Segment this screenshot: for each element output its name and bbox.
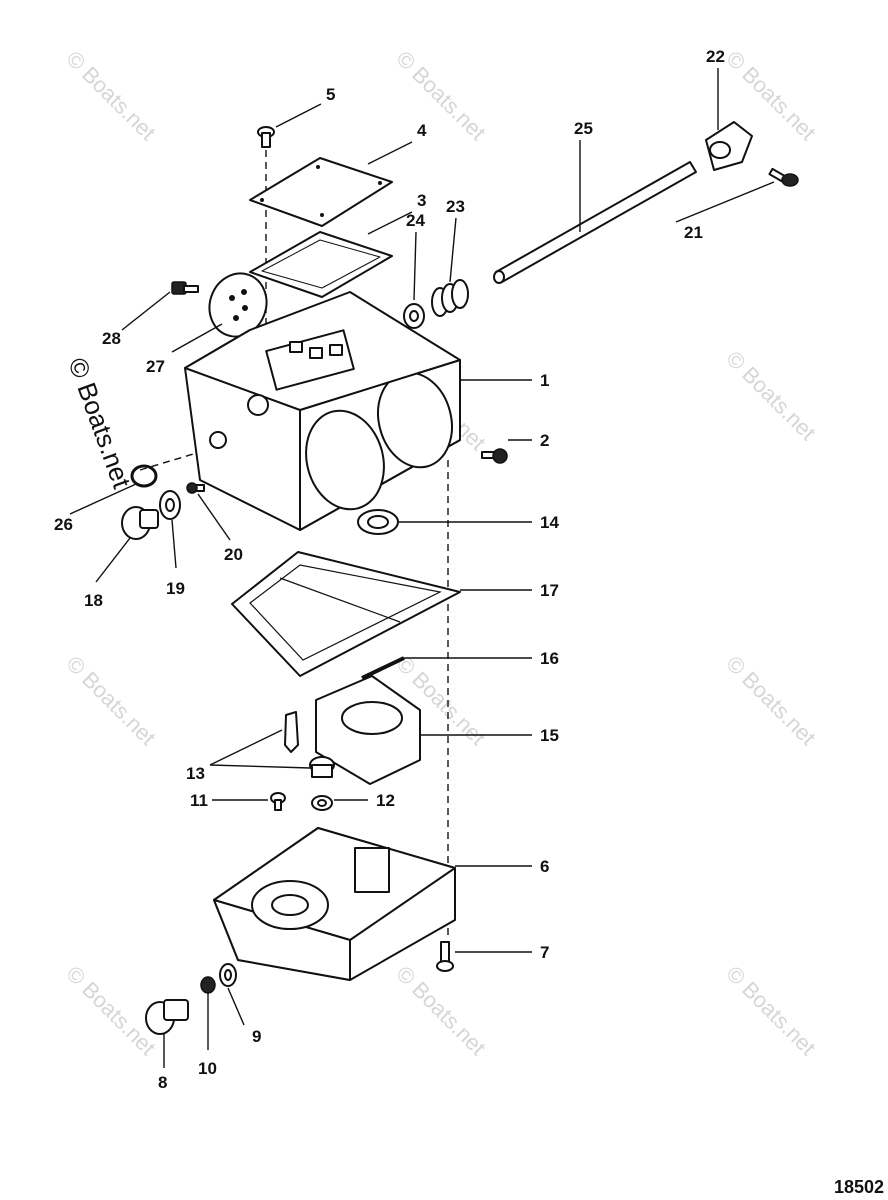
part-gasket-17 — [231, 551, 461, 677]
callout-19: 19 — [166, 579, 185, 598]
callout-7: 7 — [540, 943, 549, 962]
callout-15: 15 — [540, 726, 559, 745]
callout-25: 25 — [574, 119, 593, 138]
part-fitting-10 — [200, 976, 216, 994]
callout-27: 27 — [146, 357, 165, 376]
callout-8: 8 — [158, 1073, 167, 1092]
part-snap-ring-26 — [130, 464, 158, 488]
watermark: © Boats.net — [721, 651, 820, 750]
part-pin-16 — [361, 656, 405, 680]
callout-6: 6 — [540, 857, 549, 876]
callout-22: 22 — [706, 47, 725, 66]
part-cover-plate-4 — [249, 157, 393, 227]
part-lever-22 — [705, 121, 753, 171]
callout-12: 12 — [376, 791, 395, 810]
callout-9: 9 — [252, 1027, 261, 1046]
callout-3: 3 — [417, 191, 426, 210]
callout-17: 17 — [540, 581, 559, 600]
watermark: © Boats.net — [61, 651, 160, 750]
part-washer-12 — [311, 795, 333, 811]
part-washer-19 — [159, 490, 181, 520]
watermark: © Boats.net — [61, 46, 160, 145]
part-screw-28 — [171, 281, 199, 295]
callout-4: 4 — [417, 121, 427, 140]
part-disc-27 — [208, 272, 268, 338]
part-screw-5 — [257, 126, 275, 148]
part-float-bowl-6 — [213, 827, 456, 981]
part-seat-13 — [309, 756, 335, 778]
callout-10: 10 — [198, 1059, 217, 1078]
part-screw-7 — [436, 941, 454, 972]
callout-5: 5 — [326, 85, 335, 104]
part-washer-24 — [403, 303, 425, 329]
part-spring-23 — [431, 279, 469, 317]
callout-2: 2 — [540, 431, 549, 450]
callout-14: 14 — [540, 513, 559, 532]
callout-11: 11 — [190, 791, 208, 810]
part-washer-9 — [219, 963, 237, 987]
part-float-15 — [315, 675, 421, 785]
callout-21: 21 — [684, 223, 703, 242]
callout-18: 18 — [84, 591, 103, 610]
part-plug-18 — [121, 506, 159, 540]
watermark: © Boats.net — [61, 961, 160, 1060]
part-carburetor-body-1 — [184, 291, 461, 531]
leader-lines — [69, 68, 775, 1068]
callout-24: 24 — [406, 211, 425, 230]
part-screw-2 — [481, 448, 508, 464]
watermark: © Boats.net — [721, 346, 820, 445]
part-needle-13 — [284, 711, 299, 753]
part-screw-21 — [768, 167, 799, 187]
watermark: © Boats.net — [391, 961, 490, 1060]
part-screw-20 — [186, 482, 205, 494]
callout-16: 16 — [540, 649, 559, 668]
part-screw-11 — [270, 792, 286, 811]
part-shaft-25 — [493, 161, 697, 284]
watermark-prominent: © Boats.net — [62, 354, 137, 493]
diagram-reference-number: 18502 — [833, 1177, 884, 1197]
callout-1: 1 — [540, 371, 549, 390]
callout-13: 13 — [186, 764, 205, 783]
callouts: 1 2 3 4 5 6 7 8 9 10 11 12 13 14 15 16 1… — [54, 47, 725, 1092]
part-gasket-3 — [249, 231, 393, 298]
callout-20: 20 — [224, 545, 243, 564]
callout-28: 28 — [102, 329, 121, 348]
watermark: © Boats.net — [721, 961, 820, 1060]
part-seal-14 — [357, 509, 399, 535]
part-drain-plug-8 — [145, 999, 189, 1035]
watermark: © Boats.net — [391, 46, 490, 145]
callout-23: 23 — [446, 197, 465, 216]
callout-26: 26 — [54, 515, 73, 534]
